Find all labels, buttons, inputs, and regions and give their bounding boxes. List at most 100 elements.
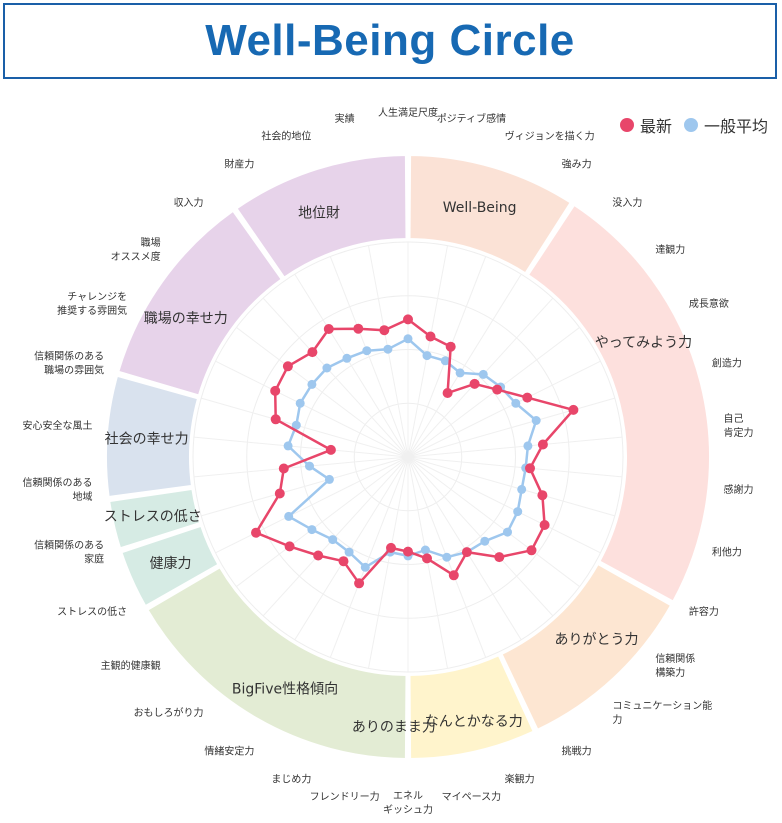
axis-label: 信頼関係のある職場の雰囲気 [34, 351, 104, 377]
axis-label: 許容力 [689, 605, 719, 618]
legend-swatch-average [683, 118, 698, 132]
data-point-latest [282, 361, 293, 372]
data-point-latest [403, 314, 413, 325]
axis-label: 強み力 [562, 158, 592, 171]
grid-spoke [407, 456, 580, 587]
axis-label: 信頼関係のある家庭 [34, 539, 104, 565]
axis-label: 人生満足尺度 [378, 106, 438, 119]
data-point-latest [379, 325, 390, 336]
ring-segment-0 [408, 153, 573, 275]
data-point-latest [442, 388, 453, 398]
chart-legend: 最新 一般平均 [619, 113, 768, 137]
data-point-latest [386, 542, 396, 553]
axis-label: 没入力 [612, 196, 642, 209]
grid-spoke [236, 327, 409, 458]
data-point-latest [537, 490, 548, 501]
data-point-average [517, 484, 527, 494]
data-point-latest [313, 550, 324, 561]
data-point-average [307, 379, 317, 389]
data-point-latest [469, 378, 480, 389]
data-point-average [283, 441, 293, 451]
ring-segment-7 [105, 374, 200, 499]
grid-spoke [407, 456, 615, 517]
data-point-latest [494, 552, 505, 563]
axis-label: 信頼関係のある地域 [22, 477, 92, 503]
page-title: Well-Being Circle [205, 16, 575, 65]
data-point-latest [539, 520, 550, 530]
grid-spoke [329, 456, 409, 658]
data-point-latest [270, 414, 281, 425]
grid-spoke [407, 397, 615, 458]
data-point-latest [526, 545, 537, 556]
data-point-latest [307, 347, 318, 358]
data-point-average [513, 507, 523, 517]
grid-spoke [215, 456, 409, 554]
axis-label: 社会的地位 [261, 129, 311, 142]
grid-spoke [368, 456, 409, 669]
data-point-latest [568, 404, 579, 415]
data-point-latest [537, 439, 548, 450]
grid-spoke [329, 256, 409, 458]
legend-label-average: 一般平均 [703, 117, 768, 136]
grid-spoke [407, 273, 522, 458]
data-point-average [383, 344, 393, 354]
axis-label: コミュニケーション能力 [612, 699, 712, 726]
axis-label: マイペース力 [442, 790, 502, 803]
data-point-latest [353, 323, 364, 334]
data-point-average [284, 511, 294, 521]
axis-label: 職場オススメ度 [111, 236, 161, 263]
data-point-latest [525, 463, 535, 474]
grid-spoke [193, 456, 409, 478]
category-label: 地位財 [298, 206, 340, 222]
data-point-latest [425, 331, 436, 342]
ring-segment-9 [235, 153, 408, 279]
grid-spoke [215, 360, 409, 458]
category-label: Well-Being [443, 200, 517, 216]
data-point-average [295, 398, 305, 408]
data-point-latest [445, 341, 456, 352]
data-point-average [360, 562, 370, 572]
axis-label: フレンドリー力 [310, 790, 380, 803]
data-point-average [422, 351, 432, 361]
data-point-average [440, 356, 450, 366]
axis-label: まじめ力 [271, 773, 311, 786]
data-point-average [478, 369, 488, 379]
data-point-average [455, 368, 465, 378]
data-point-latest [522, 392, 533, 403]
axis-label: ヴィジョンを描く力 [505, 129, 595, 142]
legend-label-latest: 最新 [639, 117, 672, 136]
grid-spoke [262, 297, 409, 458]
axis-label: 信頼関係構築力 [655, 653, 695, 679]
ring-segment-6 [108, 487, 202, 550]
data-point-average [442, 552, 452, 562]
data-point-average [344, 547, 354, 557]
grid-spoke [193, 436, 409, 458]
axis-label: チャレンジを推奨する雰囲気 [57, 291, 127, 317]
grid-spoke [407, 456, 601, 554]
category-label: 健康力 [149, 555, 191, 572]
data-point-latest [461, 547, 472, 558]
axis-label: 実績 [335, 112, 355, 125]
data-point-average [362, 346, 372, 356]
ring-segment-4 [146, 565, 408, 761]
data-point-latest [274, 488, 285, 499]
ring-segment-5 [120, 524, 220, 608]
data-point-average [503, 527, 512, 537]
data-point-latest [278, 463, 289, 474]
grid-spoke [407, 456, 554, 617]
data-point-average [480, 536, 490, 546]
grid-spoke [294, 273, 409, 458]
data-point-average [420, 545, 430, 555]
axis-label: エネルギッシュ力 [383, 790, 433, 816]
category-label: なんとかなる力 [425, 714, 523, 730]
data-point-latest [403, 546, 413, 557]
data-point-average [403, 334, 413, 344]
data-point-average [324, 474, 334, 484]
ring-segment-2 [500, 562, 673, 732]
axis-label: 達観力 [655, 243, 685, 256]
axis-label: ストレスの低さ [57, 605, 127, 618]
axis-label: 収入力 [174, 196, 204, 209]
category-label: やってみよう力 [595, 335, 692, 351]
axis-label: 安心安全な風土 [22, 419, 92, 432]
